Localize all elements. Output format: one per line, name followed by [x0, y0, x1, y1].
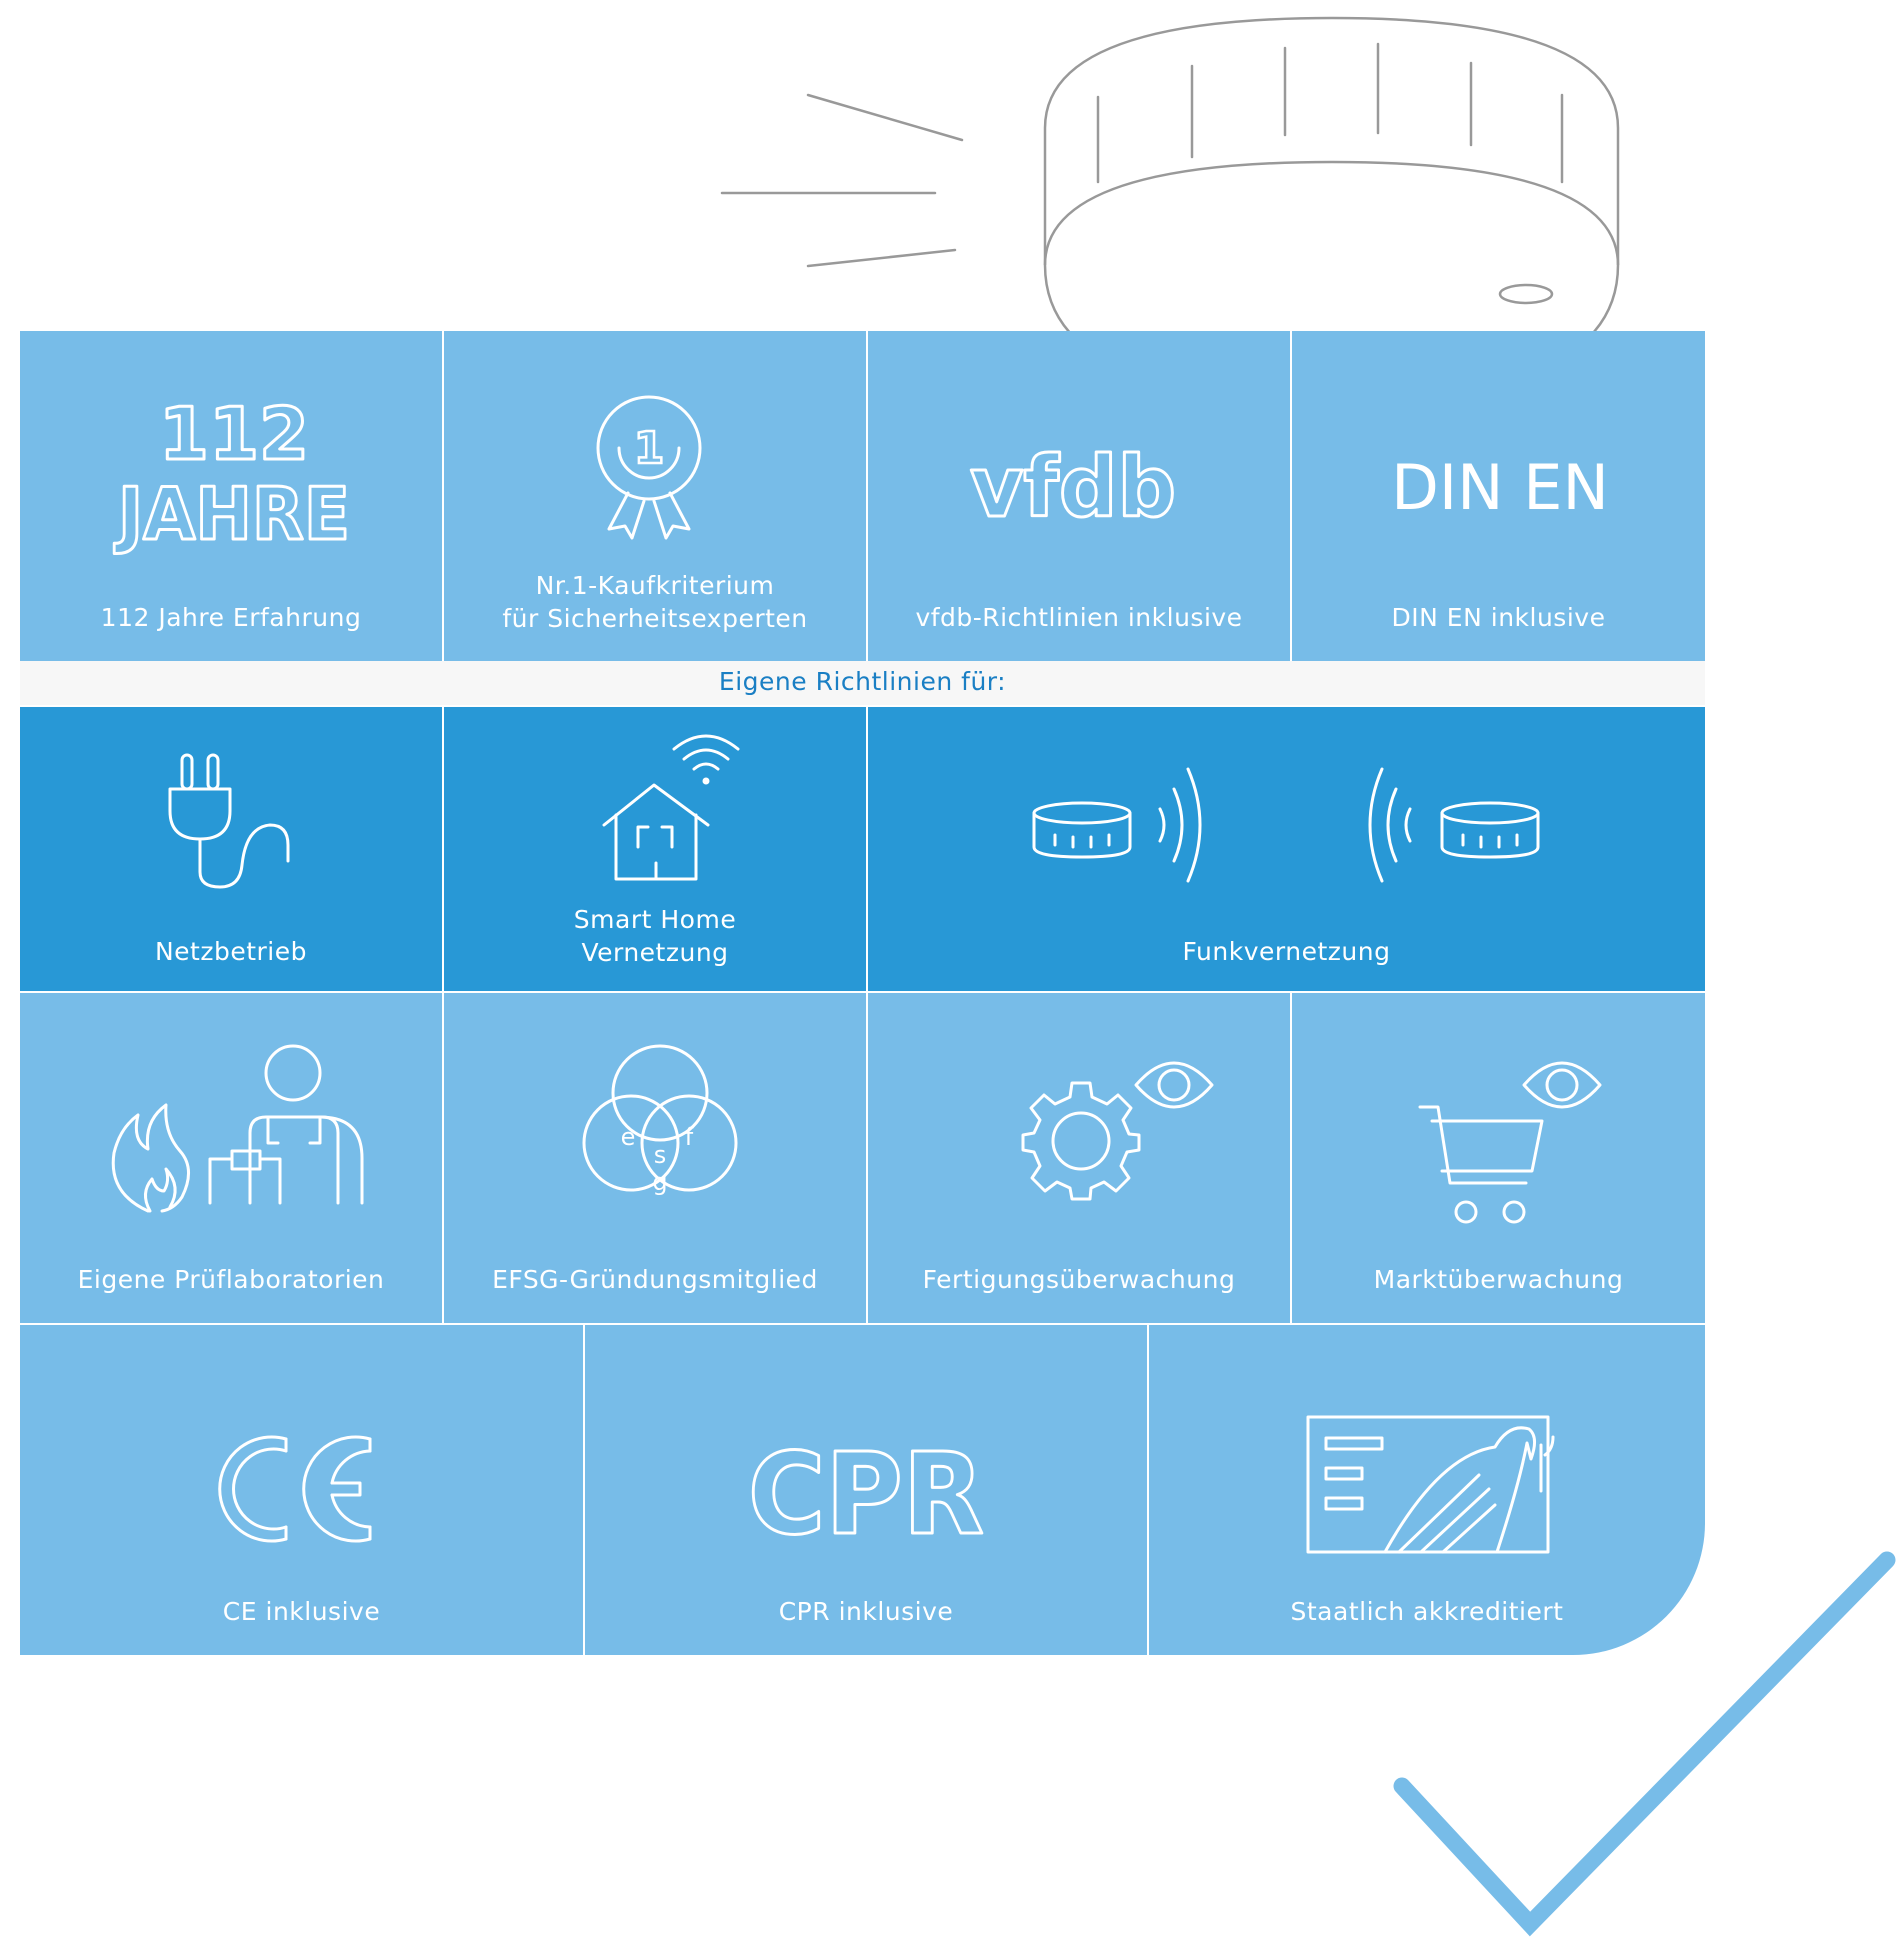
- tile-label: Smart Home Vernetzung: [573, 905, 737, 967]
- tile-label: DIN EN inklusive: [1391, 603, 1606, 632]
- tile-label: Fertigungsüberwachung: [922, 1265, 1236, 1294]
- eye-icon: [1522, 1061, 1602, 1109]
- grid-divider: [442, 331, 444, 661]
- vfdb-logo-icon: vfdb: [969, 437, 1178, 538]
- grid-divider: [866, 707, 868, 1323]
- 112-jahre-icon: 112 JAHRE: [112, 391, 352, 558]
- tile-funkvernetzung: Funkvernetzung: [868, 707, 1705, 991]
- tile-label: EFSG-Gründungsmitglied: [492, 1265, 818, 1294]
- tile-label: CPR inklusive: [778, 1597, 954, 1626]
- venn-efsg-icon: e f s g: [582, 1044, 738, 1196]
- tile-label: Nr.1-Kaufkriterium für Sicherheitsexpert…: [502, 571, 808, 633]
- tile-label: Marktüberwachung: [1373, 1265, 1624, 1294]
- grid-divider: [1147, 1325, 1149, 1655]
- gear-eye-icon: [1021, 1061, 1214, 1201]
- tile-smart-home: Smart Home Vernetzung: [444, 707, 866, 991]
- venn-letter-g: g: [652, 1168, 667, 1196]
- venn-letter-f: f: [685, 1123, 694, 1151]
- shopping-cart-icon: [1418, 1105, 1544, 1224]
- tile-marktueberwachung: Marktüberwachung: [1292, 993, 1705, 1323]
- gear-icon: [1021, 1081, 1141, 1201]
- grid-divider: [583, 1325, 585, 1655]
- tile-label: CE inklusive: [222, 1597, 381, 1626]
- cpr-icon: CPR: [747, 1429, 986, 1562]
- tile-label: 112 Jahre Erfahrung: [100, 603, 362, 632]
- icon-text-din-en: DIN EN: [1391, 451, 1609, 524]
- smart-home-icon: [602, 734, 740, 881]
- tile-prueflaboratorien: Eigene Prüflaboratorien: [20, 993, 442, 1323]
- grid-divider: [1290, 993, 1292, 1323]
- icon-text-cpr: CPR: [748, 1430, 984, 1560]
- icon-text-112: 112: [159, 392, 309, 476]
- tile-staatlich-akkreditiert: Staatlich akkreditiert: [1149, 1325, 1705, 1655]
- tile-label: Funkvernetzung: [1182, 937, 1391, 966]
- tile-cpr: CPR CPR inklusive: [585, 1325, 1147, 1655]
- venn-letter-s: s: [654, 1141, 667, 1169]
- venn-letter-e: e: [621, 1123, 636, 1151]
- tile-vfdb: vfdb vfdb-Richtlinien inklusive: [868, 331, 1290, 661]
- eye-icon: [1134, 1061, 1214, 1109]
- tile-efsg: e f s g EFSG-Gründungsmitglied: [444, 993, 866, 1323]
- icon-text-vfdb: vfdb: [970, 438, 1176, 536]
- checkmark-icon: [1393, 1551, 1896, 1937]
- din-en-icon: DIN EN: [1391, 451, 1609, 524]
- tile-fertigungsueberwachung: Fertigungsüberwachung: [868, 993, 1290, 1323]
- wireless-detectors-icon: [1032, 767, 1540, 883]
- fire-lab-icon: [111, 1044, 364, 1213]
- grid-divider: [1290, 390, 1292, 661]
- tile-din-en: DIN EN DIN EN inklusive: [1292, 331, 1705, 661]
- tile-ce: CE inklusive: [20, 1325, 583, 1655]
- tile-label: vfdb-Richtlinien inklusive: [915, 603, 1243, 632]
- award-ribbon-icon: 1: [596, 395, 702, 540]
- grid-divider: [20, 1323, 1705, 1325]
- grid-divider: [20, 991, 1705, 993]
- tile-netzbetrieb: Netzbetrieb: [20, 707, 442, 991]
- tile-112-jahre: 112 JAHRE 112 Jahre Erfahrung: [20, 331, 442, 661]
- accreditation-certificate-icon: [1306, 1415, 1555, 1554]
- tile-label: Staatlich akkreditiert: [1290, 1597, 1564, 1626]
- guidelines-banner: Eigene Richtlinien für:: [20, 661, 1705, 705]
- tile-label: Eigene Prüflaboratorien: [77, 1265, 385, 1294]
- detector-right-icon: [1440, 801, 1540, 859]
- ce-mark-icon: [218, 1435, 372, 1543]
- icon-text-jahre: JAHRE: [113, 472, 350, 556]
- detector-left-icon: [1032, 801, 1132, 859]
- grid-divider: [866, 331, 868, 661]
- banner-text: Eigene Richtlinien für:: [718, 667, 1007, 696]
- grid-divider: [442, 707, 444, 1323]
- tile-label: Netzbetrieb: [154, 937, 308, 966]
- cart-eye-icon: [1418, 1061, 1602, 1224]
- tile-nr1-kaufkriterium: 1 Nr.1-Kaufkriterium für Sicherheitsexpe…: [444, 331, 866, 661]
- power-plug-icon: [168, 753, 290, 889]
- badge-number: 1: [634, 423, 665, 474]
